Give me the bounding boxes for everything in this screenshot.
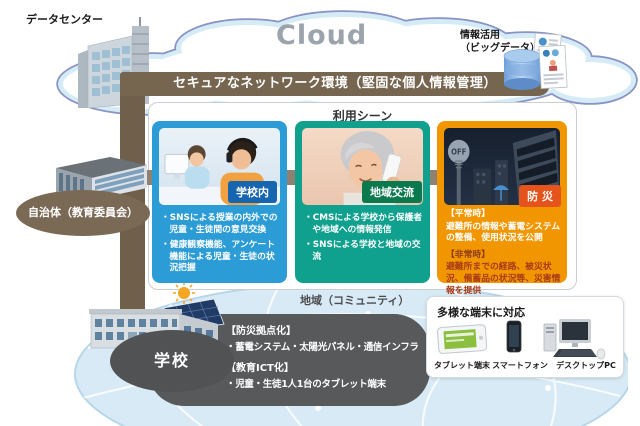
disaster-base-body: ・蓄電システム・太陽光パネル・通信インフラ: [226, 342, 419, 353]
disaster-emergency-body: 避難所までの経路、被災状況、備蓄品の状況等、災害情報を提供: [446, 262, 561, 296]
smartphone-label: スマートフォン: [492, 361, 548, 370]
devices-panel: 多様な端末に対応 タブレット端末 スマートフォン: [426, 296, 624, 378]
secure-network-banner: セキュアなネットワーク環境（堅固な個人情報管理）: [120, 72, 550, 96]
desktop-pc-icon: [543, 319, 606, 360]
community-card-bullet: ・CMSによる学校から保護者や地域への情報発信: [304, 213, 423, 235]
tablet-icon: [436, 324, 488, 354]
community-label: 地域（コミュニティ）: [300, 294, 410, 307]
school-card-badge: 学校内: [228, 181, 277, 203]
ict-body: ・児童・生徒1人1台のタブレット端末: [226, 379, 386, 390]
municipality-label: 自治体（教育委員会）: [28, 206, 138, 219]
sun-icon: [173, 282, 195, 304]
community-card-badge: 地域交流: [362, 181, 422, 203]
devices-panel-title: 多様な端末に対応: [437, 306, 525, 319]
bigdata-label-line1: 情報活用: [460, 30, 500, 41]
disaster-normal-head: 【平常時】: [446, 209, 490, 219]
tablet-label: タブレット端末: [434, 361, 490, 370]
cloud-title: Cloud: [276, 20, 368, 51]
bigdata-label-line2: （ビッグデータ）: [460, 42, 540, 54]
off-bulb-text: OFF: [451, 147, 466, 156]
school-card-bullet: ・健康観察機能、アンケート機能による児童・生徒の状況把握: [161, 240, 276, 274]
disaster-base-head: 【防災拠点化】: [226, 326, 296, 337]
ict-head: 【教育ICT化】: [226, 363, 294, 374]
community-features-text: 【防災拠点化】 ・蓄電システム・太陽光パネル・通信インフラ 【教育ICT化】 ・…: [226, 322, 428, 396]
usage-card-community: 地域交流 ・CMSによる学校から保護者や地域への情報発信 ・SNSによる学校と地…: [295, 121, 430, 283]
disaster-normal-body: 避難所の情報や蓄電システムの整備、使用状況を公開: [446, 221, 561, 244]
usage-card-disaster: OFF 防 災 【平常時】 避難所の情報や蓄電システムの整備、使用状況を公開 【…: [437, 121, 567, 296]
usage-card-school: 学校内 ・SNSによる授業の内外での児童・生徒間の意見交換 ・健康観察機能、アン…: [152, 121, 287, 283]
report-doc-front-icon: [538, 44, 568, 89]
datacenter-label: データセンター: [26, 13, 103, 26]
disaster-emergency-head: 【非常時】: [446, 249, 490, 260]
disaster-card-text: 【平常時】 避難所の情報や蓄電システムの整備、使用状況を公開 【非常時】 避難所…: [446, 209, 562, 302]
municipality-node: 自治体（教育委員会）: [16, 190, 150, 236]
community-card-bullet: ・SNSによる学校と地域の交流: [304, 240, 421, 262]
smartphone-icon: [506, 320, 522, 353]
school-card-text: ・SNSによる授業の内外での児童・生徒間の意見交換 ・健康観察機能、アンケート機…: [161, 213, 282, 279]
bigdata-label: 情報活用 （ビッグデータ）: [460, 30, 540, 55]
disaster-card-badge: 防 災: [519, 185, 561, 207]
school-node: 学校: [110, 330, 234, 392]
school-card-bullet: ・SNSによる授業の内外での児童・生徒間の意見交換: [161, 213, 278, 235]
municipality-building-icon: [56, 157, 147, 200]
usage-scenes-title: 利用シーン: [332, 109, 393, 123]
bigdata-database-icon: [503, 32, 568, 90]
community-card-text: ・CMSによる学校から保護者や地域への情報発信 ・SNSによる学校と地域の交流: [304, 213, 425, 267]
desktop-pc-label: デスクトップPC: [556, 361, 616, 370]
database-cylinder-icon: [503, 49, 541, 90]
school-label: 学校: [153, 351, 190, 370]
